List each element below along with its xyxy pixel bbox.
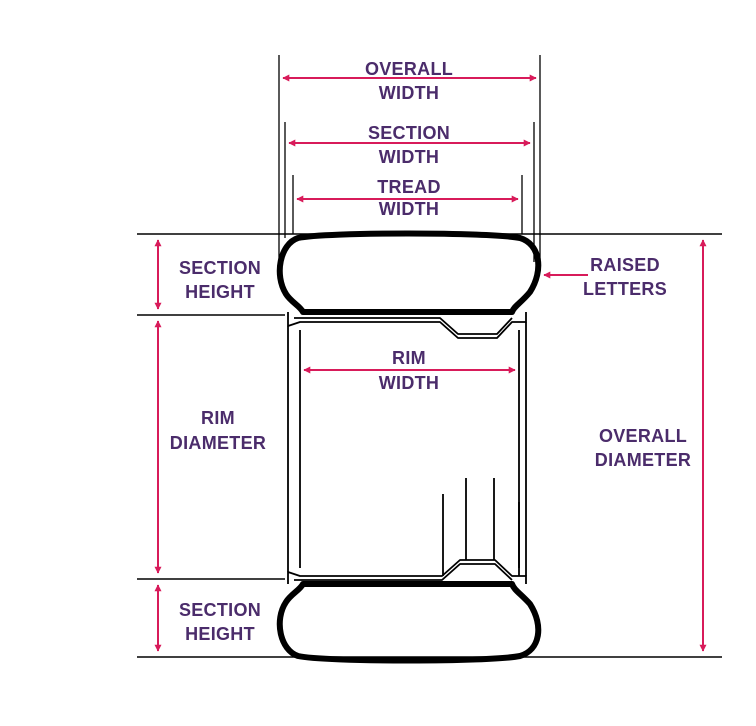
- section-width-label-line1: SECTION: [368, 123, 450, 143]
- upper-tire-section: [276, 230, 542, 315]
- section-height-bottom-label-line1: SECTION: [179, 600, 261, 620]
- rim-top-profile: [287, 312, 527, 339]
- width-extension-lines: [278, 55, 541, 270]
- rim-width-label-line2: WIDTH: [379, 373, 439, 393]
- dimension-arrows: [154, 74, 707, 652]
- raised-letters-label-line1: RAISED: [590, 255, 660, 275]
- raised-letters-label-line2: LETTERS: [583, 279, 667, 299]
- section-width-label-line2: WIDTH: [379, 147, 439, 167]
- wheel-rim: [287, 312, 527, 584]
- rim-bottom-profile-inner: [294, 563, 513, 581]
- rim-diameter-label-line2: DIAMETER: [170, 433, 266, 453]
- lower-tire-section: [276, 581, 542, 664]
- rim-width-label-line1: RIM: [392, 348, 426, 368]
- tread-width-label-line1: TREAD: [377, 177, 441, 197]
- section-height-top-label-line2: HEIGHT: [185, 282, 255, 302]
- rim-bottom-profile: [287, 559, 527, 584]
- overall-diameter-label-line1: OVERALL: [599, 426, 687, 446]
- rim-diameter-label-line1: RIM: [201, 408, 235, 428]
- overall-width-label-line2: WIDTH: [379, 83, 439, 103]
- section-height-bottom-label-line2: HEIGHT: [185, 624, 255, 644]
- overall-width-label-line1: OVERALL: [365, 59, 453, 79]
- dimension-labels: OVERALL WIDTH SECTION WIDTH TREAD WIDTH …: [170, 59, 691, 644]
- overall-diameter-label-line2: DIAMETER: [595, 450, 691, 470]
- tread-width-label-line2: WIDTH: [379, 199, 439, 219]
- section-height-top-label-line1: SECTION: [179, 258, 261, 278]
- rim-top-profile-inner: [294, 317, 513, 335]
